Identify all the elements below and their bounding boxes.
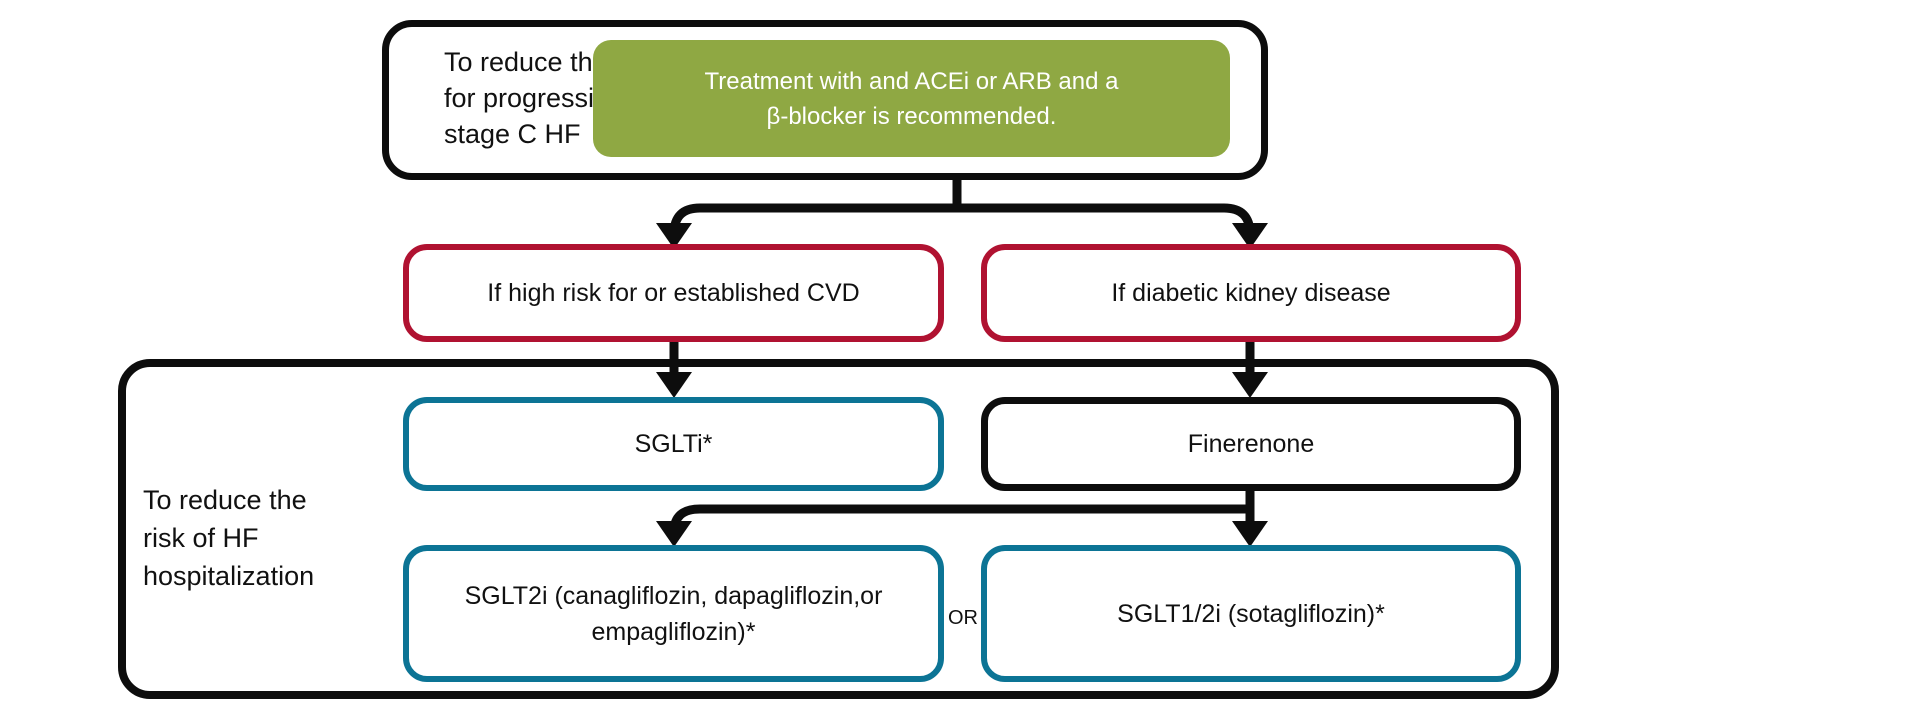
- or-label: OR: [948, 606, 978, 629]
- sglti-box: SGLTi*: [403, 397, 944, 491]
- condition-dkd-box: If diabetic kidney disease: [981, 244, 1521, 342]
- connector-top-split: [669, 176, 1255, 235]
- sglt12i-box: SGLT1/2i (sotagliflozin)*: [981, 545, 1521, 682]
- condition-cvd-box: If high risk for or established CVD: [403, 244, 944, 342]
- hf-hospitalization-label: To reduce the risk of HF hospitalization: [143, 485, 315, 591]
- acei-arb-recommendation-box: Treatment with and ACEi or ARB and a β-b…: [593, 40, 1230, 157]
- finerenone-box: Finerenone: [981, 397, 1521, 491]
- sglt2i-box: SGLT2i (canagliflozin, dapagliflozin,or …: [403, 545, 944, 682]
- hf-hospitalization-container: [118, 359, 1559, 699]
